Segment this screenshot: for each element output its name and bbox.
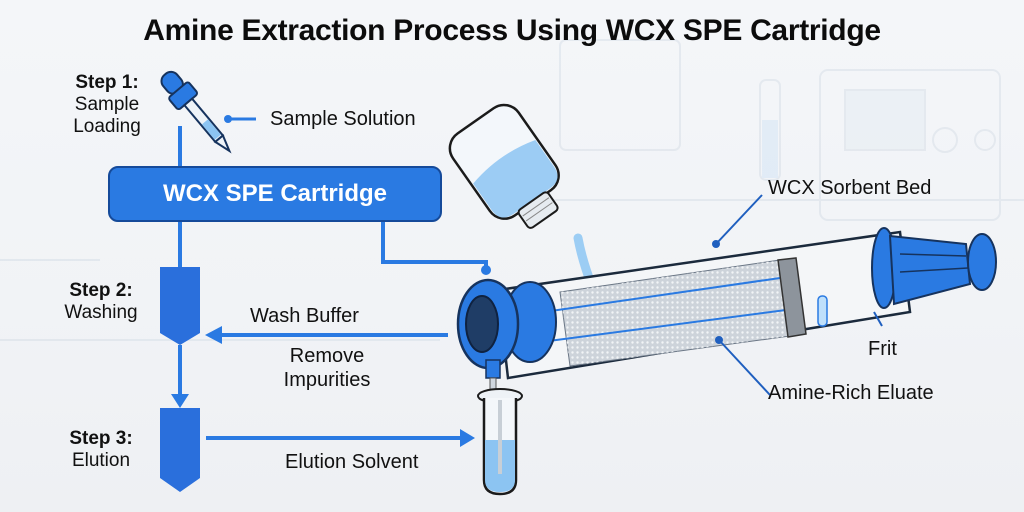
sorbent-bed-label: WCX Sorbent Bed: [768, 177, 932, 199]
step-2-label: Step 2: Washing: [64, 280, 138, 323]
wash-buffer-label: Wash Buffer: [250, 305, 359, 327]
solvent-bottle-icon: [448, 103, 560, 229]
step-1-label: Step 1: Sample Loading: [73, 72, 141, 137]
step3-block: [160, 408, 200, 492]
dropper-icon: [160, 70, 257, 177]
sample-solution-dot: [224, 115, 232, 123]
page-title: Amine Extraction Process Using WCX SPE C…: [143, 14, 881, 47]
step-3-label: Step 3: Elution: [69, 428, 133, 471]
eluate-label: Amine-Rich Eluate: [768, 382, 934, 404]
sample-solution-label: Sample Solution: [270, 108, 416, 130]
step2-block: [160, 267, 200, 345]
down-arrow-head: [171, 394, 189, 408]
spe-cartridge-illustration: [456, 227, 997, 407]
collection-tube-icon: [477, 388, 523, 496]
elution-arrow-head: [460, 429, 475, 447]
frit-label: Frit: [868, 338, 897, 360]
wash-arrow-head: [205, 326, 222, 344]
frit-marker: [817, 295, 828, 327]
remove-impurities-label: Remove Impurities: [283, 345, 371, 391]
elution-solvent-label: Elution Solvent: [285, 451, 419, 473]
wcx-spe-cartridge-box: WCX SPE Cartridge: [108, 166, 442, 222]
